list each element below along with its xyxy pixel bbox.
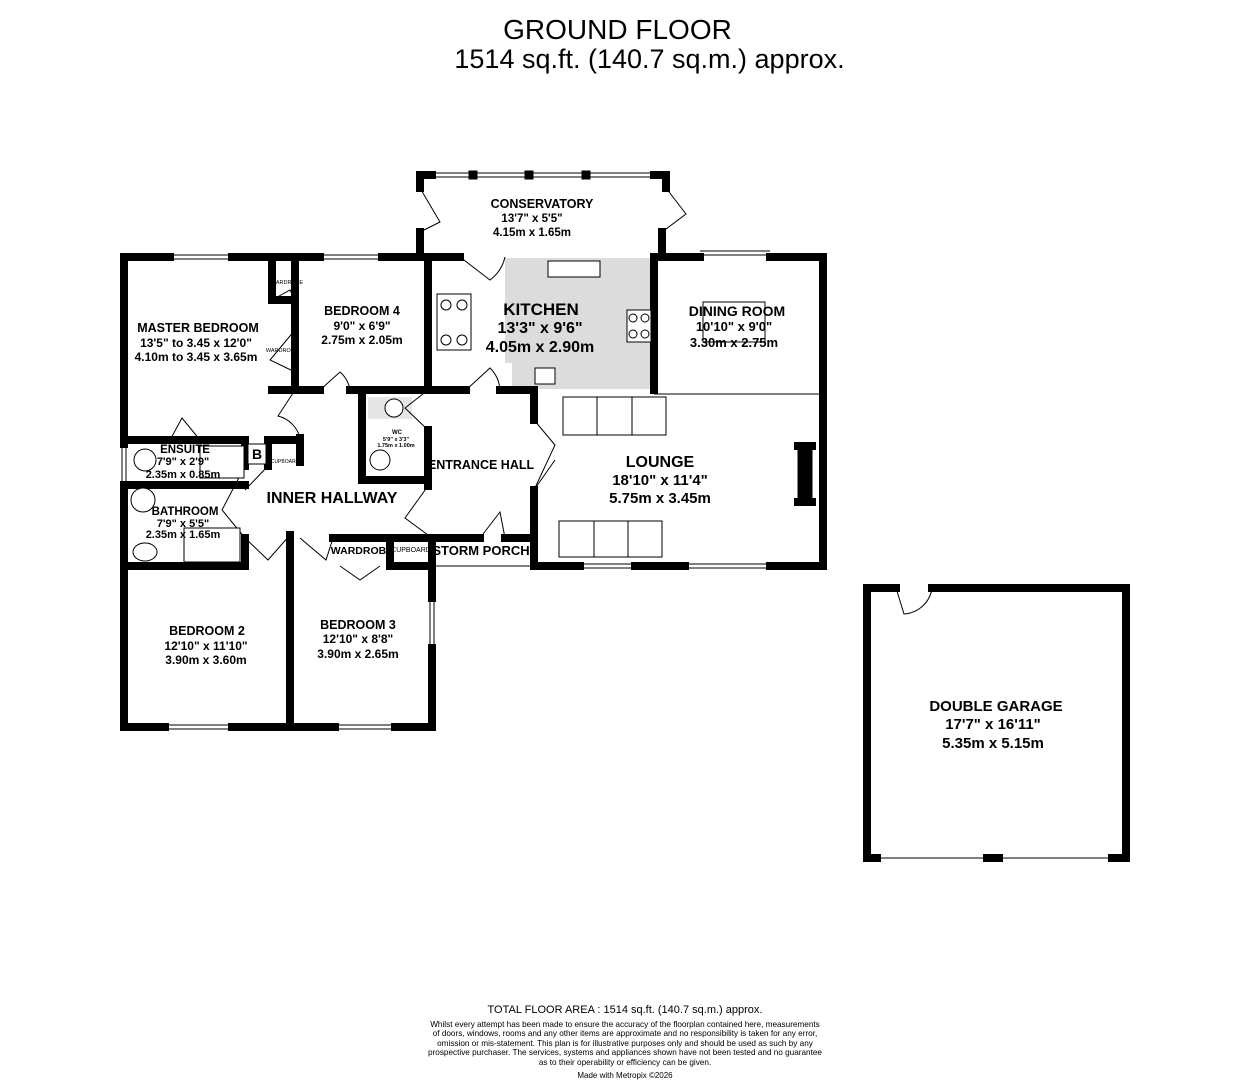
cupboard-label-hall: CUPBOARD	[271, 459, 300, 465]
bathroom-metric: 2.35m x 1.65m	[146, 529, 221, 541]
wc-basin	[369, 449, 391, 471]
lounge-metric: 5.75m x 3.45m	[609, 490, 711, 507]
dining-metric: 3.30m x 2.75m	[690, 335, 778, 350]
ensuite-name: ENSUITE	[160, 444, 210, 456]
conservatory-imperial: 13'7" x 5'5"	[501, 213, 562, 225]
master-metric: 4.10m to 3.45 x 3.65m	[135, 350, 258, 364]
walls	[120, 171, 1130, 862]
dining-table	[702, 301, 766, 343]
bath-basin	[132, 542, 158, 562]
bedroom4-imperial: 9'0" x 6'9"	[333, 319, 390, 333]
lounge-imperial: 18'10" x 11'4"	[612, 472, 708, 489]
sink	[547, 260, 601, 278]
bedroom4-name: BEDROOM 4	[324, 304, 400, 318]
room-labels: CONSERVATORY 13'7" x 5'5" 4.15m x 1.65m …	[135, 197, 1063, 752]
fixtures	[130, 260, 813, 563]
appliance	[534, 367, 556, 385]
bedroom3-imperial: 12'10" x 8'8"	[323, 632, 393, 646]
ensuite-metric: 2.35m x 0.85m	[146, 469, 221, 481]
made-with-credit: Made with Metropix ©2026	[577, 1071, 673, 1080]
sofa-bottom	[558, 520, 663, 558]
wardrobe-label-bedroom4: WARDROBE	[271, 280, 304, 286]
wc-imperial: 5'9" x 3'3"	[383, 437, 410, 443]
conservatory-glazing	[121, 170, 1112, 859]
disclaimer-line: prospective purchaser. The services, sys…	[427, 1048, 822, 1058]
garage-metric: 5.35m x 5.15m	[942, 735, 1044, 752]
ensuite-toilet	[133, 448, 157, 472]
bedroom2-metric: 3.90m x 3.60m	[165, 653, 246, 667]
conservatory-metric: 4.15m x 1.65m	[493, 227, 571, 239]
ensuite-shower	[199, 445, 245, 479]
disclaimer-line: as to their operability or efficiency ca…	[538, 1057, 712, 1067]
dining-imperial: 10'10" x 9'0"	[696, 319, 772, 334]
boiler-box	[247, 443, 267, 465]
wardrobe-label-master: WARDROBE	[266, 348, 299, 354]
bedroom3-metric: 3.90m x 2.65m	[317, 647, 398, 661]
plan-title: GROUND FLOOR	[503, 14, 732, 45]
wc-metric: 1.75m x 1.00m	[377, 443, 414, 449]
kitchen-worktop-lower	[512, 363, 617, 389]
bedroom4-metric: 2.75m x 2.05m	[321, 333, 402, 347]
storm-porch-name: STORM PORCH	[432, 543, 529, 558]
bathroom-name: BATHROOM	[152, 506, 219, 518]
wc-toilet	[384, 398, 404, 418]
kitchen-name: KITCHEN	[503, 300, 579, 319]
garage-imperial: 17'7" x 16'11"	[945, 716, 1041, 733]
sofa-top	[562, 396, 667, 436]
bedroom3-name: BEDROOM 3	[320, 618, 396, 632]
disclaimer-line: omission or mis-statement. This plan is …	[437, 1038, 813, 1048]
inner-hallway-name: INNER HALLWAY	[267, 490, 398, 507]
disclaimer-line: of doors, windows, rooms and any other i…	[432, 1029, 818, 1039]
fireplace	[797, 449, 813, 503]
total-floor-area: TOTAL FLOOR AREA : 1514 sq.ft. (140.7 sq…	[487, 1004, 763, 1016]
conservatory-name: CONSERVATORY	[491, 197, 594, 211]
boiler-label: B	[252, 446, 262, 462]
bathroom-imperial: 7'9" x 5'5"	[157, 518, 209, 530]
entrance-hall-name: ENTRANCE HALL	[428, 458, 535, 472]
garage-name: DOUBLE GARAGE	[929, 698, 1062, 715]
dining-name: DINING ROOM	[689, 303, 785, 319]
wc-name: WC	[392, 430, 403, 436]
kitchen-imperial: 13'3" x 9'6"	[497, 320, 582, 337]
kitchen-metric: 4.05m x 2.90m	[486, 339, 595, 356]
master-imperial: 13'5" to 3.45 x 12'0"	[140, 336, 252, 350]
bedroom2-name: BEDROOM 2	[169, 624, 245, 638]
disclaimer: Whilst every attempt has been made to en…	[380, 1020, 870, 1067]
ensuite-imperial: 7'9" x 2'9"	[157, 456, 209, 468]
bedroom2-imperial: 12'10" x 11'10"	[164, 639, 247, 653]
plan-subtitle: 1514 sq.ft. (140.7 sq.m.) approx.	[454, 44, 845, 74]
bath-shower	[183, 527, 241, 563]
cupboard-label-porch: CUPBOARD	[391, 547, 431, 554]
wardrobe-label-bedroom3: WARDROBE	[331, 545, 393, 557]
bath-toilet	[130, 487, 156, 513]
lounge-name: LOUNGE	[626, 454, 695, 471]
master-name: MASTER BEDROOM	[137, 321, 259, 335]
disclaimer-line: Whilst every attempt has been made to en…	[430, 1020, 820, 1029]
